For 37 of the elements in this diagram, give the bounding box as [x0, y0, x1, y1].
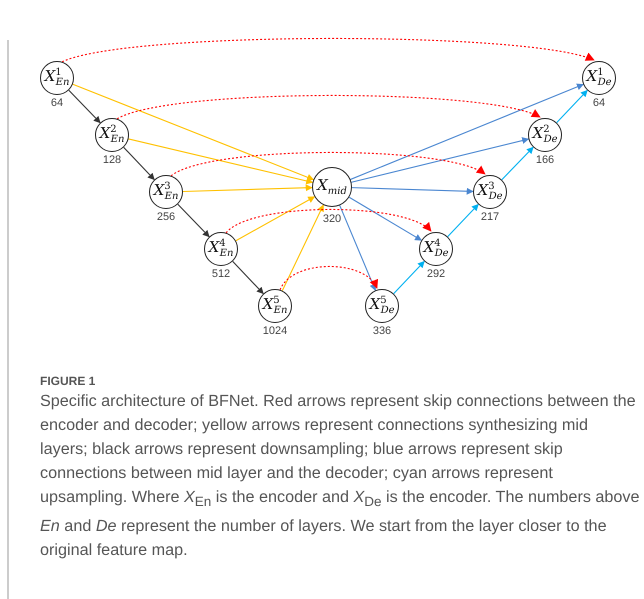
arrow	[501, 146, 534, 180]
skip-connection-arrow	[62, 38, 595, 62]
arrow	[236, 196, 316, 242]
arrow	[339, 205, 376, 291]
skip-connection-arrow	[116, 94, 541, 120]
channel-count: 256	[156, 211, 176, 223]
arrow	[128, 138, 314, 184]
channel-count: 166	[536, 154, 554, 166]
layer-symbol: X$_{mid}$	[317, 178, 347, 196]
channel-count: 512	[212, 268, 230, 280]
arrow	[348, 196, 422, 241]
channel-count: 64	[50, 97, 64, 109]
arrow	[232, 260, 264, 294]
channel-count: 292	[426, 268, 446, 280]
arrow	[177, 204, 210, 238]
arrow	[72, 84, 314, 181]
arrow	[282, 204, 324, 291]
figure-label: FIGURE 1	[40, 374, 96, 388]
arrow	[447, 204, 479, 238]
channel-count: 217	[480, 211, 500, 223]
channel-count: 128	[102, 154, 122, 166]
channel-count: 336	[372, 325, 392, 337]
skip-connection-arrow	[280, 266, 378, 290]
arrow	[351, 137, 530, 183]
arrow	[352, 187, 474, 195]
arrow	[68, 90, 101, 124]
channel-count: 320	[322, 213, 342, 225]
skip-connection-arrow	[170, 152, 486, 176]
arrow	[123, 146, 155, 180]
skip-connection-arrow	[226, 208, 432, 234]
figure-caption: Specific architecture of BFNet. Red arrows represent skip connections between the encoder and decoder; yellow arrows represent connections synthesizing mid layers; black arrows represent downsampling; blue arrows represent skip connections between mid layer and the decoder; cyan arrows represent upsampling. Where X$_{En}$ is the encoder and X$_{De}$ is the encoder. The numbers above En and De represent the number of layers. We start from the layer closer to the original feature map.	[40, 391, 640, 562]
arrow	[182, 184, 313, 192]
arrow	[393, 260, 425, 294]
arrow	[350, 84, 584, 180]
channel-count: 64	[592, 97, 606, 109]
arrow	[556, 90, 588, 124]
channel-count: 1024	[262, 325, 288, 337]
